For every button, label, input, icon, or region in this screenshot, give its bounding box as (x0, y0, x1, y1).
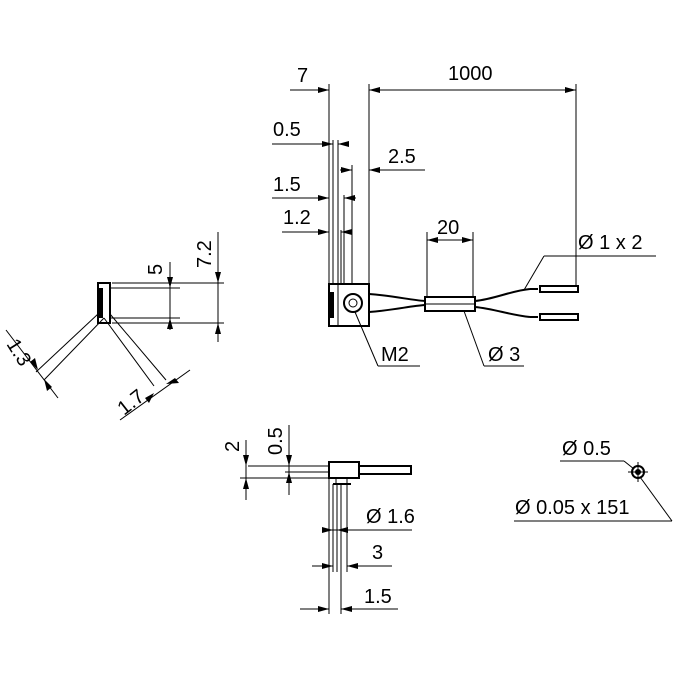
fiber-core-leader (623, 460, 635, 470)
middle-view: 2 0.5 Ø 1.6 3 1.5 (222, 425, 415, 614)
fiber-spec-leader (639, 476, 673, 522)
dim-5-label: 5 (145, 264, 167, 275)
fiber-core-label: Ø 0.5 (562, 438, 611, 460)
fiber-upper-start (368, 293, 426, 302)
sleeve-dia-leader (463, 310, 485, 367)
sleeve-dia-label: Ø 3 (488, 344, 520, 366)
mounting-hole-inner (348, 298, 358, 308)
front-fiber (358, 465, 412, 475)
side-head-face (98, 288, 103, 318)
fiber-upper-split (474, 288, 531, 302)
dim-1-7-label: 1.7 (114, 385, 149, 419)
fiber-end-upper (539, 285, 579, 293)
fiber-spec-label: Ø 0.05 x 151 (515, 497, 630, 519)
m2-leader (354, 311, 379, 367)
dim-0-5-label: 0.5 (273, 119, 301, 141)
cable-dia-label: Ø 1 x 2 (578, 232, 642, 254)
dim-1000-label: 1000 (448, 63, 493, 85)
fiber-lower-split (474, 306, 531, 318)
fiber-lower-start (368, 304, 426, 313)
dim-1-3-label: 1.3 (2, 335, 35, 370)
dim-7-label: 7 (297, 65, 308, 87)
fan-right-inner (103, 317, 155, 387)
fan-right-outer (109, 313, 167, 381)
dim-1-5-label: 1.5 (273, 174, 301, 196)
cable-dia-leader (523, 255, 545, 291)
dim-mid-0-5-label: 0.5 (265, 427, 287, 455)
dim-mid-3-label: 3 (372, 542, 383, 564)
dim-2-label: 2 (222, 441, 244, 452)
dim-20-label: 20 (437, 217, 459, 239)
fiber-cross-section: Ø 0.5 Ø 0.05 x 151 (514, 438, 673, 522)
mounting-hole-outer (343, 293, 363, 313)
dim-1-2-label: 1.2 (283, 207, 311, 229)
sensor-head-face (328, 292, 334, 318)
fiber-end-lower (539, 313, 579, 321)
fan-left-inner (43, 317, 105, 381)
top-view: 7 1000 0.5 2.5 1.5 1.2 20 (272, 63, 656, 367)
dim-dia-1-6-label: Ø 1.6 (366, 506, 415, 528)
dim-2-5-label: 2.5 (388, 146, 416, 168)
dim-mid-1-5-label: 1.5 (364, 586, 392, 608)
m2-label: M2 (381, 344, 409, 366)
front-head-body (328, 461, 360, 479)
fan-left-outer (35, 313, 99, 373)
dim-1-7-line (119, 369, 191, 421)
left-view: 5 7.2 1.3 1.7 (2, 232, 224, 421)
dim-7-2-label: 7.2 (194, 240, 216, 268)
